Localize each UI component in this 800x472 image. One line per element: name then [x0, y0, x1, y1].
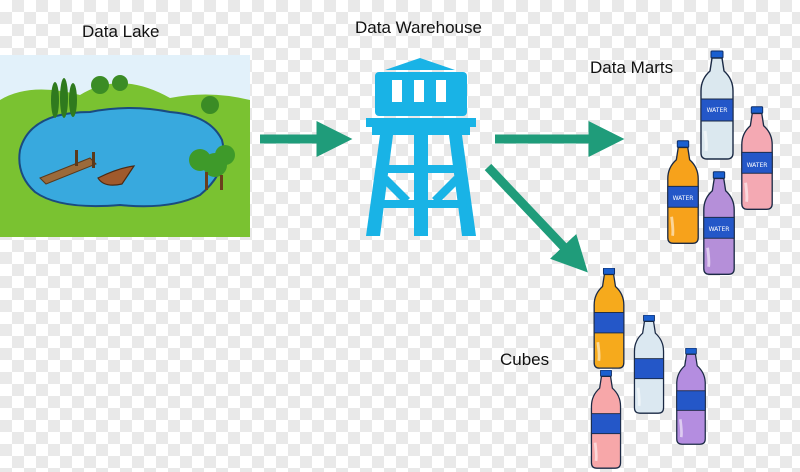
cubes-label: Cubes [500, 350, 550, 369]
bottle-icon [632, 315, 666, 415]
tree [215, 145, 235, 165]
bottle-icon: WATER [702, 170, 736, 276]
tower-leg [449, 135, 476, 236]
data-marts-bottles: WATER WATER WATER WATER [666, 50, 774, 276]
tree [201, 96, 219, 114]
dock-post [75, 150, 78, 166]
tower-brace [374, 200, 467, 208]
tower-leg [414, 135, 428, 236]
tower-window [414, 80, 424, 102]
dock [39, 157, 97, 185]
bottle-icon: WATER [699, 50, 735, 161]
bottle-icon [675, 348, 707, 446]
tower-rail [372, 127, 470, 135]
lake-landscape-icon [0, 55, 250, 237]
tower-roof [385, 58, 455, 70]
boat [97, 165, 136, 186]
bottle-label: WATER [707, 107, 728, 114]
tree [51, 82, 59, 118]
data-warehouse-label: Data Warehouse [355, 18, 482, 37]
tower-brace [382, 176, 410, 204]
water-tower-icon [366, 58, 476, 236]
tree [60, 78, 68, 118]
tree [69, 83, 77, 117]
tree-trunk [205, 172, 208, 190]
tower-brace [382, 165, 461, 173]
data-marts-label: Data Marts [590, 58, 674, 77]
bottle-icon: WATER [740, 105, 774, 212]
data-lake-label: Data Lake [82, 22, 160, 41]
tree [112, 75, 128, 91]
bottle-label: WATER [709, 226, 730, 233]
tower-leg [366, 135, 393, 236]
bottle-label: WATER [747, 162, 768, 169]
cubes-bottles [589, 268, 707, 470]
tower-brace [432, 176, 460, 204]
tree [91, 76, 109, 94]
tower-window [436, 80, 446, 102]
bottle-icon [592, 268, 626, 370]
bottle-icon: WATER [666, 139, 700, 246]
bottle-icon [589, 370, 623, 470]
dock-post [92, 152, 95, 168]
tower-deck [366, 118, 476, 127]
tower-window [392, 80, 402, 102]
arrow-right-icon [484, 163, 588, 273]
bottle-label: WATER [673, 195, 694, 202]
tree-trunk [220, 175, 223, 190]
